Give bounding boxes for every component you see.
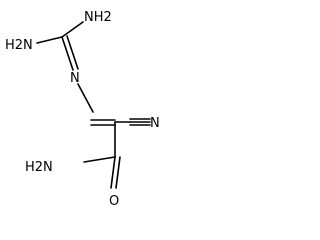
atom-hydrazone-n: N — [70, 71, 80, 86]
n-n-single-bond — [77, 83, 94, 113]
c-n-double-bond-b — [66, 35, 79, 70]
chemical-structure: NH2 H2N N N H2N O — [5, 10, 160, 209]
c-nh2-amide-bond — [83, 156, 116, 163]
atom-carbonyl-o: O — [109, 194, 119, 209]
atom-label-layer: NH2 H2N N N H2N O — [5, 10, 160, 209]
atom-h2n-left: H2N — [5, 38, 33, 53]
atom-nh2-top: NH2 — [84, 10, 112, 25]
c-nh2-left-bond — [36, 36, 63, 44]
atom-h2n-amide: H2N — [25, 160, 53, 175]
c-n-double-bond-a — [61, 36, 74, 71]
c-nh2-top-bond — [61, 21, 84, 38]
atom-cyano-n: N — [150, 116, 160, 131]
bond-layer — [36, 21, 151, 189]
c-o-double-bond-a — [110, 156, 116, 189]
c-o-double-bond-b — [115, 156, 121, 189]
